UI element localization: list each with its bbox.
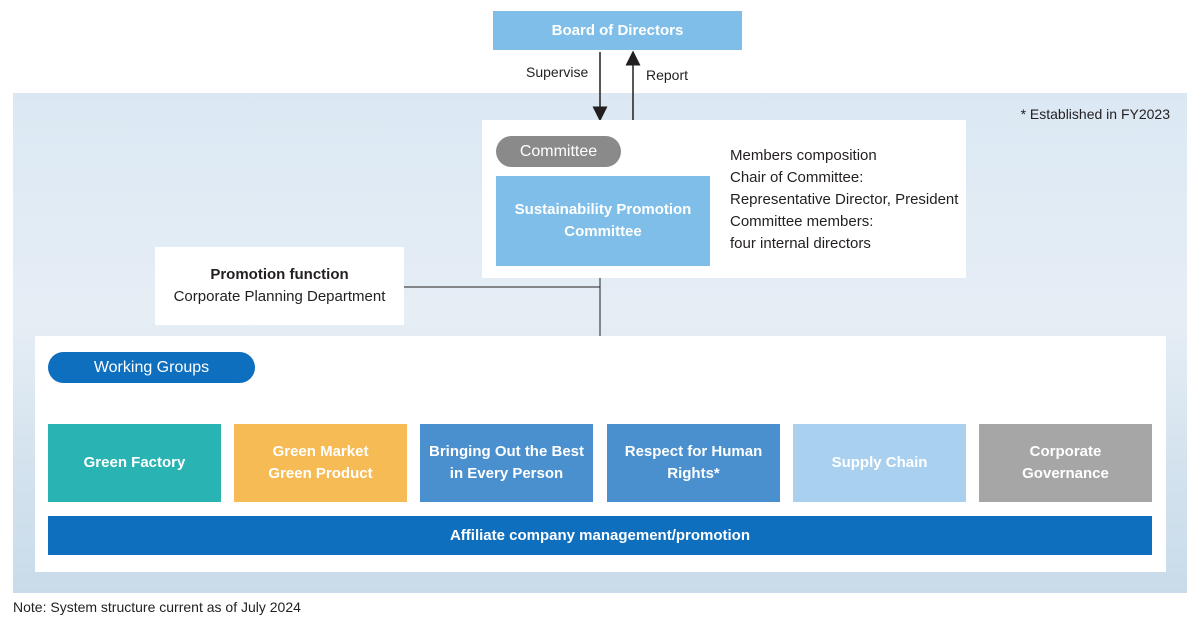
established-note: * Established in FY2023: [1020, 106, 1170, 122]
working-groups-tag: Working Groups: [48, 352, 255, 383]
group-green-factory: Green Factory: [48, 424, 221, 502]
members-line: four internal directors: [730, 235, 871, 252]
group-supply-chain: Supply Chain: [793, 424, 966, 502]
members-composition: Members composition Chair of Committee: …: [730, 145, 958, 255]
members-line: Representative Director, President: [730, 191, 959, 208]
promotion-title: Promotion function: [210, 266, 349, 283]
board-label: Board of Directors: [551, 22, 684, 39]
affiliate-management-bar: Affiliate company management/promotion: [48, 516, 1152, 555]
members-line: Members composition: [730, 147, 877, 164]
committee-tag: Committee: [496, 136, 621, 167]
report-label: Report: [646, 67, 689, 83]
members-line: Committee members:: [730, 213, 874, 230]
board-of-directors-box: Board of Directors: [493, 11, 742, 50]
members-line: Chair of Committee:: [730, 169, 864, 186]
committee-name-line2: Committee: [564, 223, 642, 240]
promotion-department: Corporate Planning Department: [173, 288, 386, 305]
committee-name-line1: Sustainability Promotion: [514, 201, 692, 218]
promotion-function-box: Promotion function Corporate Planning De…: [155, 247, 404, 325]
supervise-label: Supervise: [526, 64, 589, 80]
sustainability-promotion-committee-box: Sustainability Promotion Committee: [496, 176, 710, 266]
footnote: Note: System structure current as of Jul…: [13, 599, 301, 615]
